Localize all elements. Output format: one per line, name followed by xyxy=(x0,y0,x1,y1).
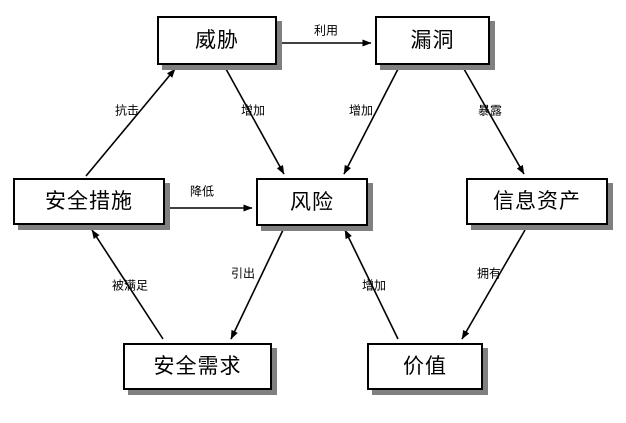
edge-risk-elicit-requirement xyxy=(230,229,284,340)
node-label-threat: 威胁 xyxy=(195,28,239,52)
edge-label-requirement-satisfied-measures: 被满足 xyxy=(111,278,149,293)
edge-label-value-increase-risk: 增加 xyxy=(361,278,387,293)
edge-label-threat-exploits-vulnerability: 利用 xyxy=(313,23,339,38)
edge-asset-owns-value xyxy=(461,229,526,340)
edge-label-asset-owns-value: 拥有 xyxy=(476,266,502,281)
node-label-risk: 风险 xyxy=(290,189,334,214)
node-risk[interactable]: 风险 xyxy=(256,178,368,226)
edge-label-risk-elicit-requirement: 引出 xyxy=(230,266,256,281)
node-label-requirement: 安全需求 xyxy=(153,354,242,378)
edge-label-measures-resist-threat: 抗击 xyxy=(114,103,140,118)
edge-value-increase-risk xyxy=(344,229,399,340)
edge-label-threat-increase-risk: 增加 xyxy=(240,103,266,118)
node-asset[interactable]: 信息资产 xyxy=(466,178,608,225)
node-value[interactable]: 价值 xyxy=(367,343,483,390)
edge-threat-increase-risk xyxy=(225,68,285,175)
node-label-vulnerability: 漏洞 xyxy=(410,28,455,52)
edge-measures-resist-threat xyxy=(85,68,176,177)
node-label-measures: 安全措施 xyxy=(45,189,133,213)
node-requirement[interactable]: 安全需求 xyxy=(123,343,272,390)
node-threat[interactable]: 威胁 xyxy=(157,16,277,65)
edge-vulnerability-increase-risk xyxy=(343,68,399,175)
edge-vulnerability-expose-asset xyxy=(463,68,525,175)
node-measures[interactable]: 安全措施 xyxy=(13,178,165,225)
edge-label-vulnerability-expose-asset: 暴露 xyxy=(477,103,503,118)
edge-label-vulnerability-increase-risk: 增加 xyxy=(348,103,374,118)
node-label-value: 价值 xyxy=(403,354,447,378)
node-label-asset: 信息资产 xyxy=(493,189,581,213)
node-vulnerability[interactable]: 漏洞 xyxy=(375,16,490,65)
edge-requirement-satisfied-measures xyxy=(91,229,164,340)
edge-label-measures-reduce-risk: 降低 xyxy=(189,184,215,199)
